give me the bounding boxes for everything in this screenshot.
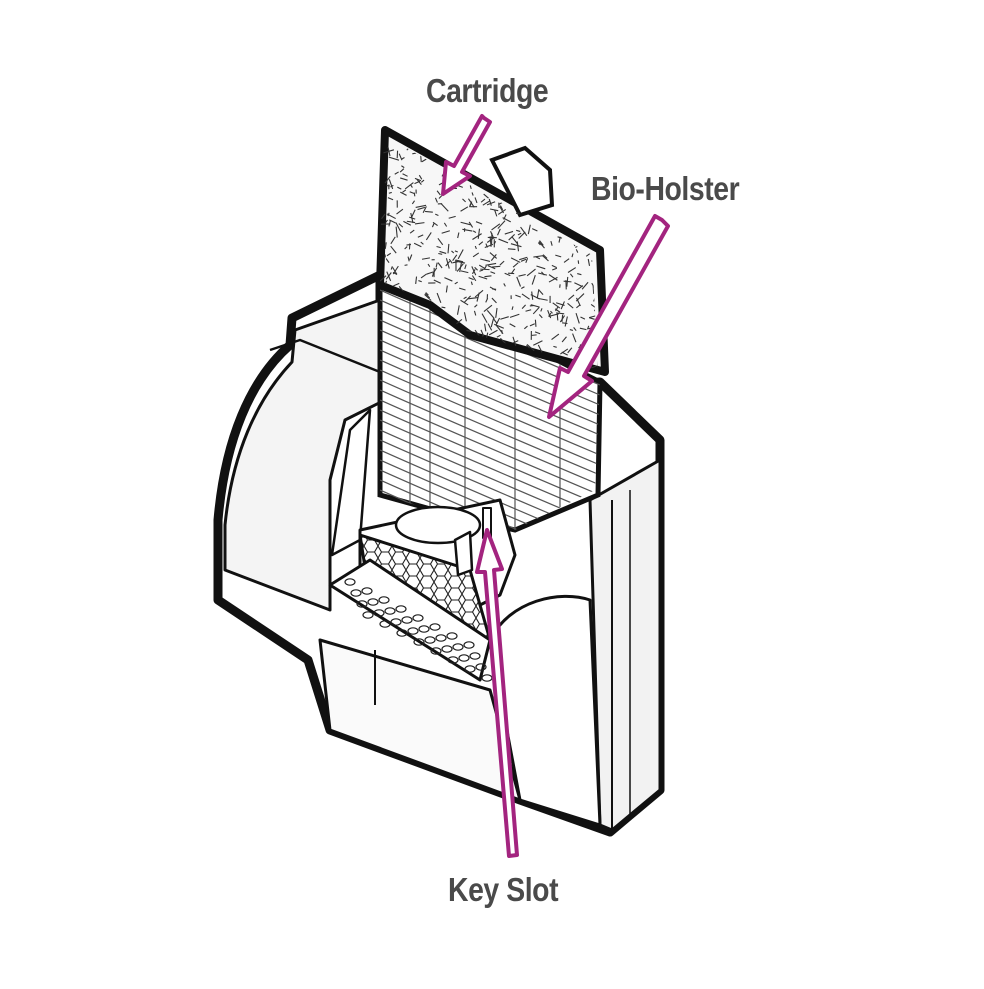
media-fiber [586,215,587,219]
media-fiber [586,141,587,146]
media-fiber [590,216,591,223]
media-fiber [451,150,459,153]
media-fiber [574,170,578,172]
media-fiber [573,151,575,155]
media-fiber [595,141,603,143]
media-fiber [557,197,561,198]
media-fiber [514,140,522,145]
media-fiber [454,145,460,146]
media-fiber [487,164,492,171]
media-fiber [549,146,551,153]
media-fiber [574,211,575,215]
media-fiber [565,199,569,203]
media-fiber [489,142,497,147]
media-fiber [549,211,551,218]
media-fiber [569,208,578,211]
media-fiber [491,152,495,157]
media-fiber [591,159,594,161]
media-fiber [568,147,578,148]
bio-holster-label: Bio-Holster [591,170,739,208]
media-fiber [576,147,580,152]
media-fiber [597,142,603,148]
media-fiber [549,162,554,165]
media-fiber [582,147,584,151]
media-fiber [477,156,487,159]
media-fiber [576,177,580,178]
media-fiber [569,199,574,202]
housing-right-column [590,460,660,830]
media-fiber [557,314,558,321]
media-fiber [472,158,479,159]
media-fiber [584,217,588,223]
media-fiber [535,153,540,154]
media-fiber [582,152,584,157]
media-fiber [452,148,455,150]
media-fiber [488,171,493,173]
media-fiber [425,211,433,212]
media-fiber [574,212,577,215]
media-fiber [583,170,587,178]
media-fiber [489,164,490,173]
media-fiber [563,182,566,188]
media-fiber [576,221,580,224]
media-fiber [593,238,597,241]
media-fiber [440,151,445,156]
media-fiber [572,155,582,160]
media-fiber [481,166,487,173]
media-fiber [405,265,408,266]
media-fiber [500,141,505,142]
media-fiber [473,167,475,175]
media-fiber [504,146,507,151]
media-fiber [591,218,597,219]
media-fiber [577,213,580,219]
media-fiber [502,146,509,150]
media-fiber [593,147,599,151]
media-fiber [536,143,541,145]
media-fiber [450,154,453,158]
media-fiber [581,211,589,214]
media-fiber [535,320,536,327]
media-fiber [555,152,558,156]
media-fiber [442,307,446,308]
media-fiber [562,323,567,324]
media-fiber [508,249,516,250]
media-fiber [571,186,580,188]
media-fiber [594,217,597,218]
media-fiber [447,156,455,157]
media-fiber [589,226,596,234]
media-fiber [478,159,488,162]
media-fiber [492,266,500,267]
media-fiber [593,285,594,294]
media-fiber [529,141,535,146]
media-fiber [555,172,558,173]
cartridge-label: Cartridge [426,72,548,110]
media-fiber [584,155,593,156]
media-fiber [585,230,586,236]
media-fiber [588,215,592,220]
media-fiber [553,200,562,203]
key-slot-label: Key Slot [448,871,558,909]
media-fiber [553,179,564,181]
media-fiber [558,171,561,177]
key-slot-tab [455,532,472,575]
media-fiber [491,174,494,177]
media-fiber [589,140,592,145]
media-fiber [453,262,458,263]
media-fiber [551,144,556,148]
media-fiber [475,169,480,174]
media-fiber [557,209,563,215]
media-fiber [570,181,572,189]
